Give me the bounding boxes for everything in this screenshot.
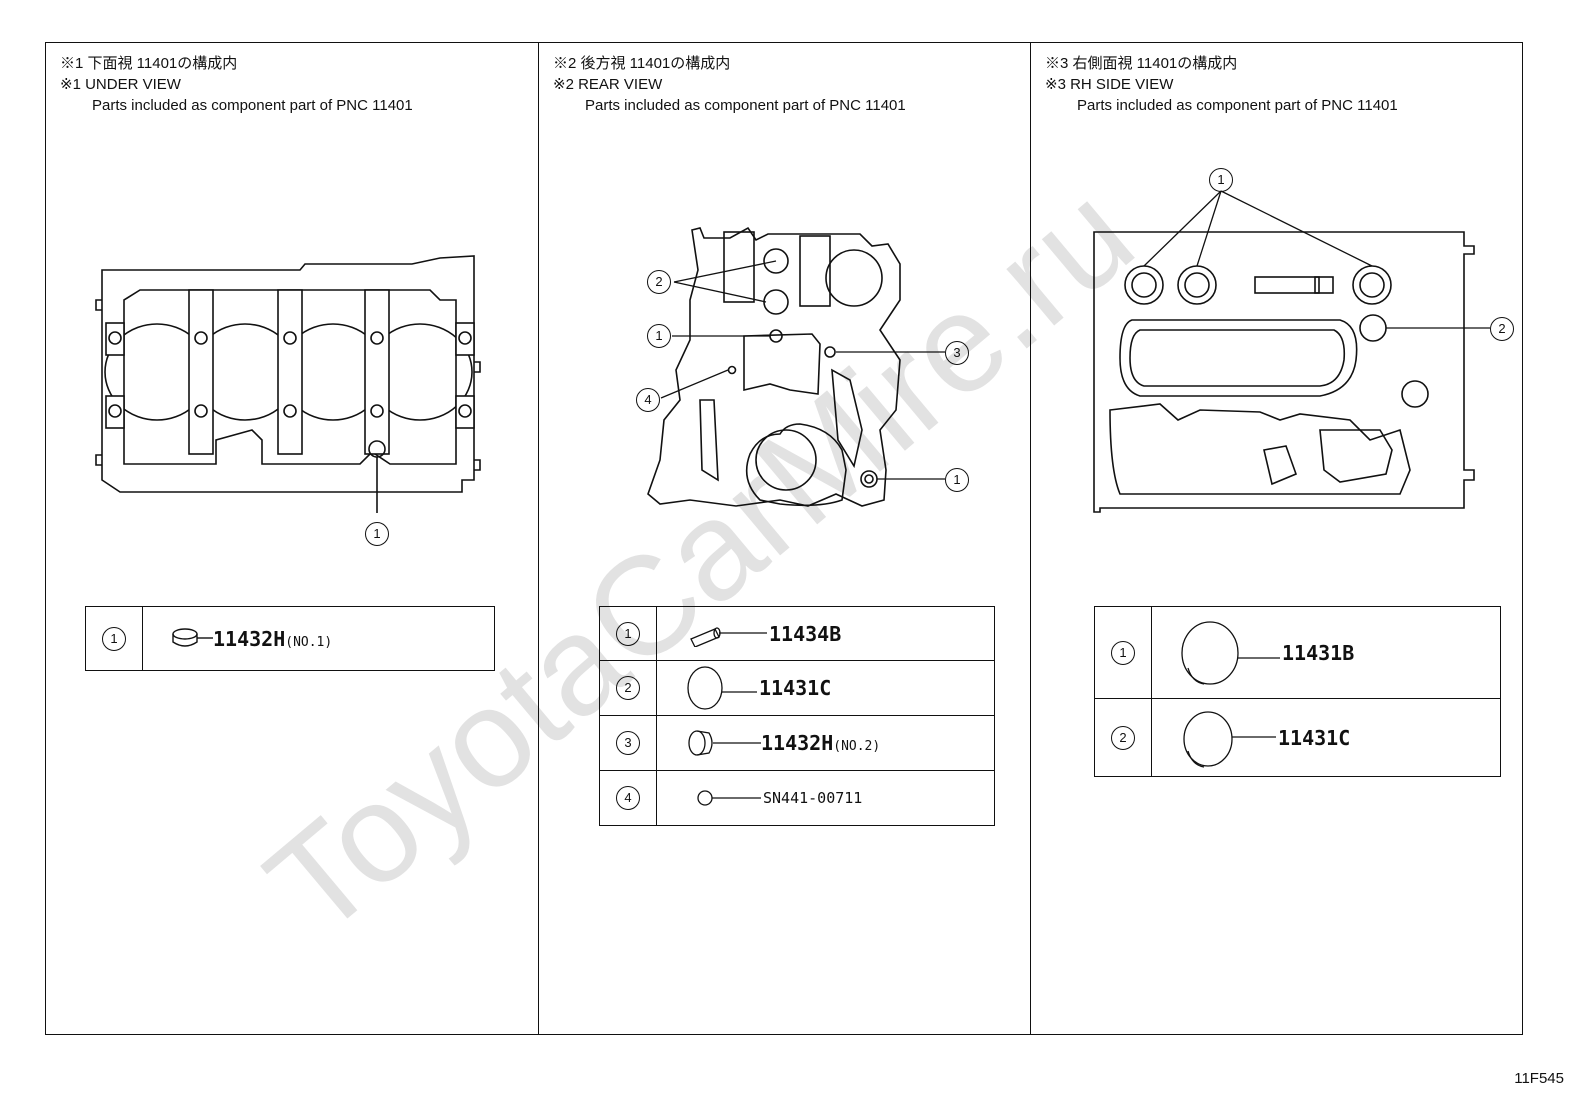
row-index: 1 (1111, 640, 1135, 665)
header-line-jp: ※2 後方視 11401の構成内 (553, 55, 731, 72)
part-number: SN441-00711 (763, 789, 863, 807)
header-line-desc: Parts included as component part of PNC … (585, 97, 906, 114)
part-number: 11431C (759, 676, 832, 700)
callout-3: 3 (945, 341, 969, 365)
table-row: 1 11434B (599, 606, 995, 661)
callout-1: 1 (647, 324, 671, 348)
table-row: 4 SN441-00711 (599, 770, 995, 826)
figure-code: 11F545 (1514, 1070, 1564, 1087)
header-line-view: ※2 REAR VIEW (553, 76, 663, 93)
plug-thumbnail-icon (1181, 620, 1280, 685)
part-number: 11432H(NO.2) (761, 731, 881, 755)
callout-1: 1 (945, 468, 969, 492)
rear-view-drawing (647, 226, 901, 507)
header-line-view: ※1 UNDER VIEW (60, 76, 181, 93)
parts-table-rear-view: 1 11434B 2 11431C 3 114 (599, 606, 995, 826)
callout-2: 2 (1490, 317, 1514, 341)
part-number: 11431B (1282, 640, 1355, 665)
header-line-jp: ※3 右側面視 11401の構成内 (1045, 55, 1238, 72)
part-number: 11434B (769, 621, 842, 646)
part-number: 11431C (1278, 725, 1351, 750)
callout-2: 2 (647, 270, 671, 294)
panel-rh-side-view-header: ※3 右側面視 11401の構成内 ※3 RH SIDE VIEW Parts … (1045, 53, 1398, 116)
table-row: 3 11432H(NO.2) (599, 715, 995, 771)
under-view-drawing (95, 255, 481, 513)
table-row: 1 11432H(NO.1) (85, 606, 495, 671)
row-index: 3 (616, 731, 640, 755)
header-line-view: ※3 RH SIDE VIEW (1045, 76, 1174, 93)
header-line-jp: ※1 下面視 11401の構成内 (60, 55, 238, 72)
header-line-desc: Parts included as component part of PNC … (92, 97, 413, 114)
row-index: 1 (616, 621, 640, 646)
row-index: 4 (616, 786, 640, 810)
plug-thumbnail-icon (172, 627, 213, 647)
table-row: 2 11431C (599, 660, 995, 716)
row-index: 1 (102, 626, 126, 651)
table-row: 2 11431C (1094, 698, 1501, 777)
plug-thumbnail-icon (687, 666, 757, 710)
callout-leaders (660, 190, 1490, 480)
row-index: 2 (616, 676, 640, 700)
parts-table-under-view: 1 11432H(NO.1) (85, 606, 495, 671)
callout-4: 4 (636, 388, 660, 412)
callout-1: 1 (1209, 168, 1233, 192)
rh-side-view-drawing (1093, 231, 1475, 513)
plug-thumbnail-icon (1183, 710, 1276, 768)
parts-table-rh-side-view: 1 11431B 2 11431C (1094, 606, 1501, 777)
callout-1: 1 (365, 522, 389, 546)
diagram-frame (45, 42, 1523, 1035)
table-row: 1 11431B (1094, 606, 1501, 699)
part-number: 11432H(NO.1) (213, 626, 333, 651)
panel-under-view-header: ※1 下面視 11401の構成内 ※1 UNDER VIEW Parts inc… (60, 53, 413, 116)
panel-divider (538, 43, 539, 1034)
ball-thumbnail-icon (697, 790, 761, 806)
row-index: 2 (1111, 725, 1135, 750)
pin-thumbnail-icon (690, 626, 767, 647)
header-line-desc: Parts included as component part of PNC … (1077, 97, 1398, 114)
plug-thumbnail-icon (688, 730, 761, 756)
panel-divider (1030, 43, 1031, 1034)
panel-rear-view-header: ※2 後方視 11401の構成内 ※2 REAR VIEW Parts incl… (553, 53, 906, 116)
